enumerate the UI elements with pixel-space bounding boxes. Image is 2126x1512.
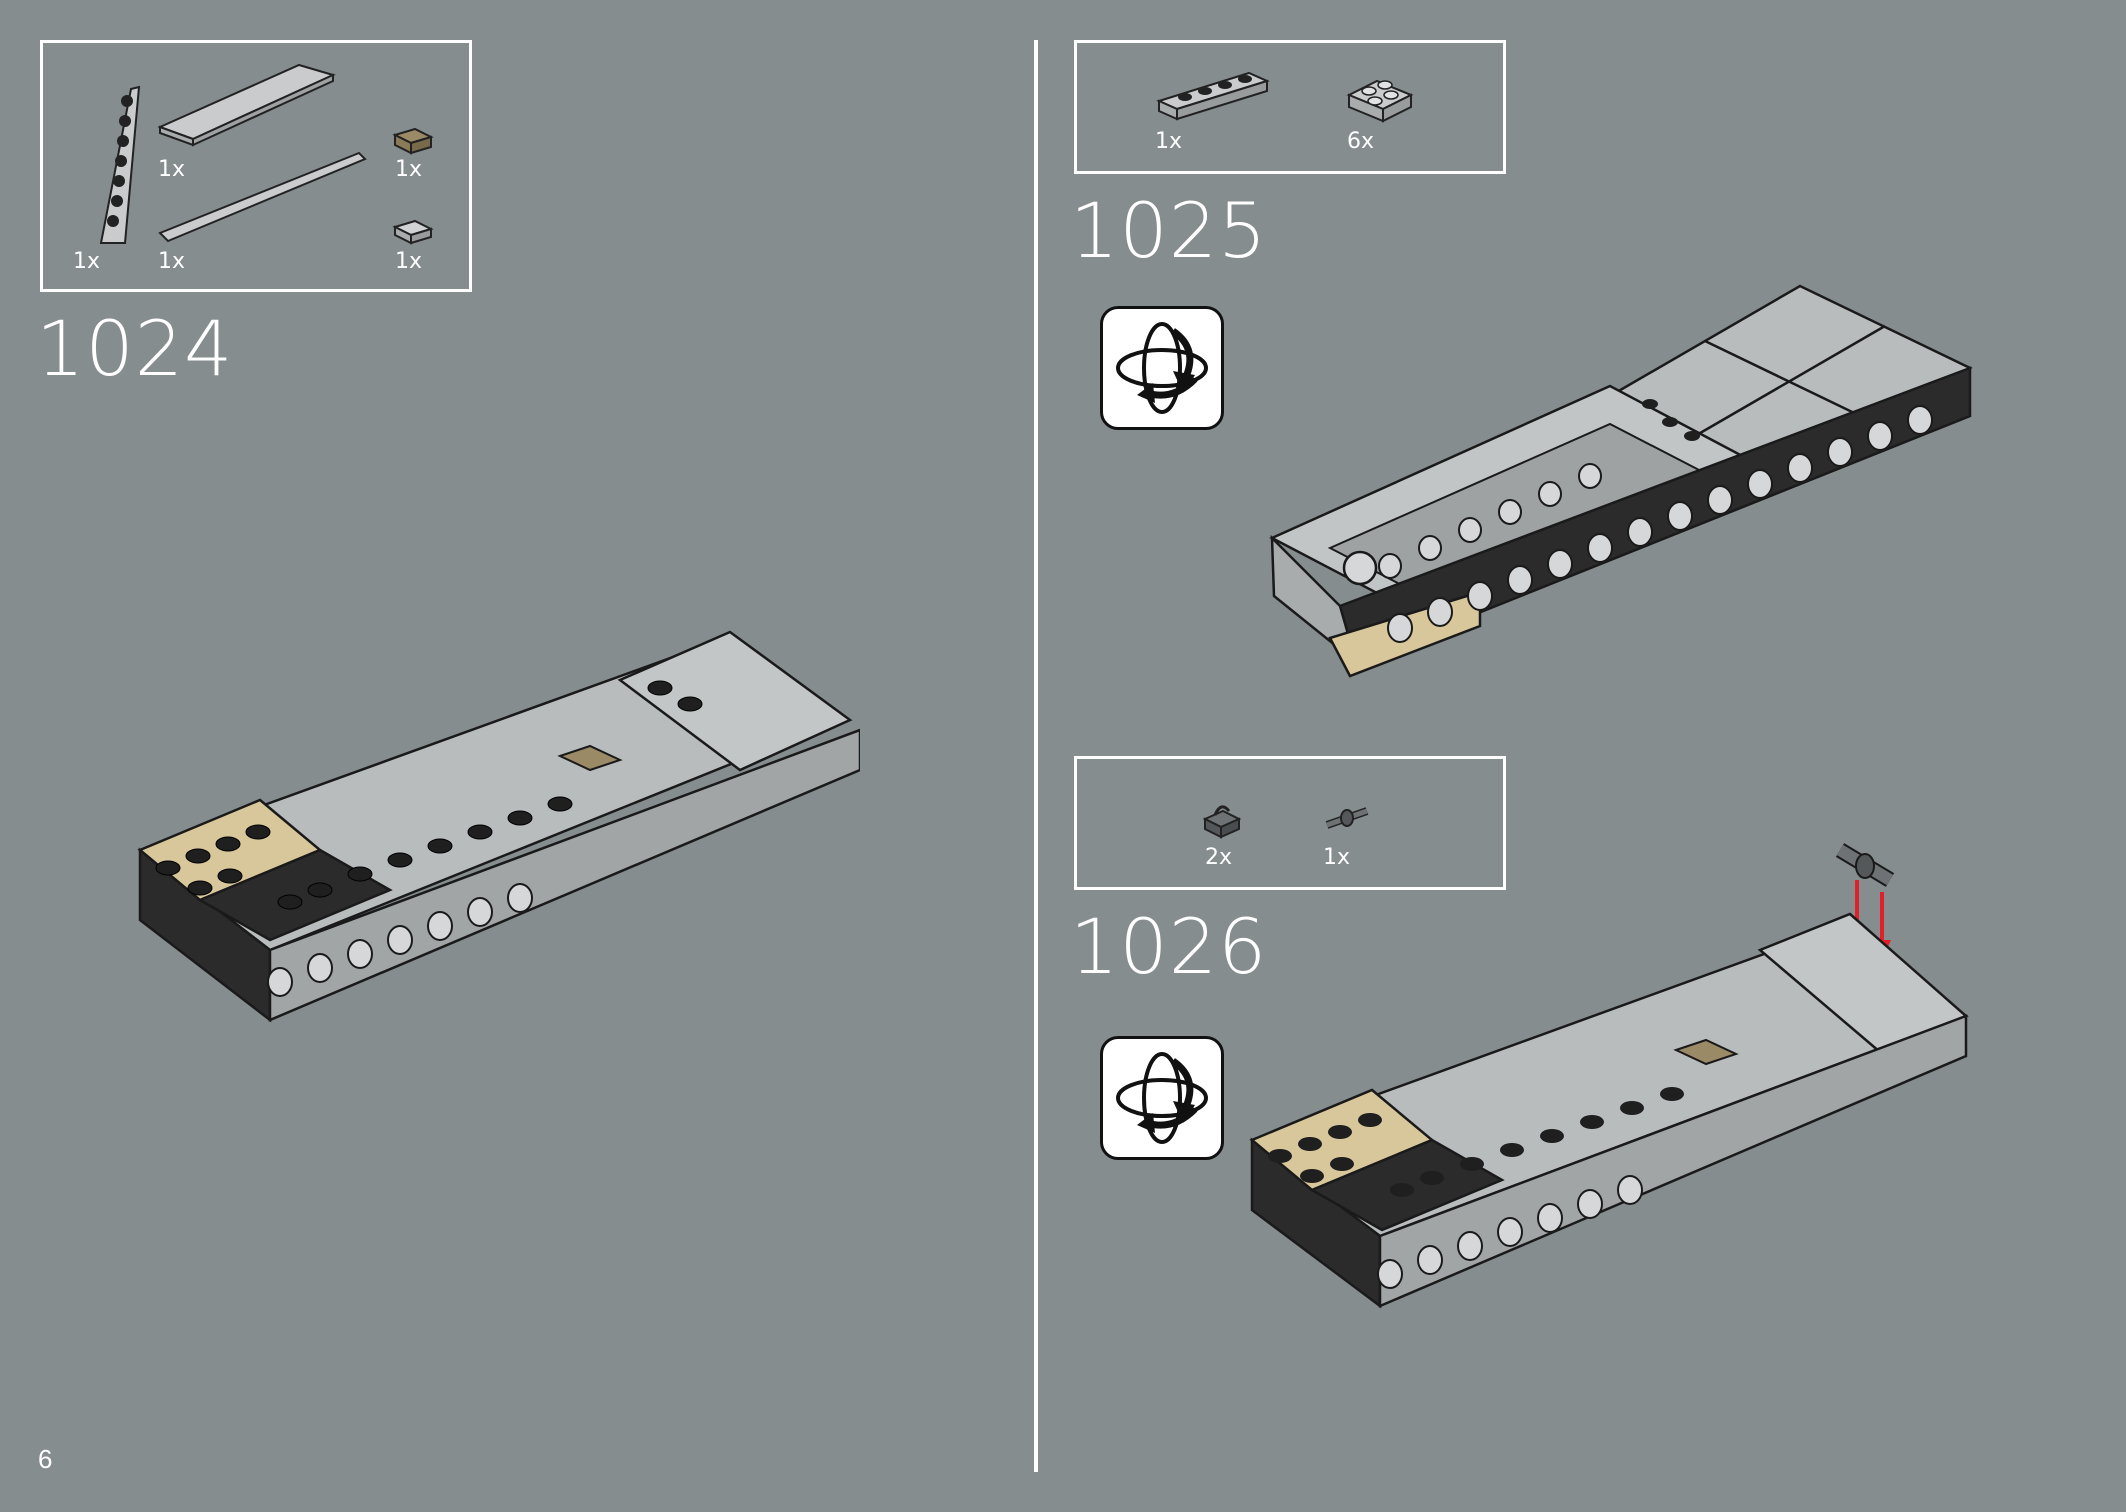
long-tile-icon: [157, 63, 336, 147]
step-number: 1024: [36, 304, 234, 393]
small-tile-icon: [392, 219, 434, 245]
clip-icon: [1202, 805, 1242, 839]
parts-box-1026: 2x 1x: [1074, 756, 1506, 890]
part-qty: 1x: [158, 157, 186, 182]
step-number: 1026: [1070, 902, 1268, 991]
page-divider: [1034, 40, 1038, 1472]
parts-illustrations-1026: [1202, 805, 1369, 839]
bar-pin-icon: [1325, 807, 1369, 829]
parts-box-1024: 1x 1x 1x 1x 1x: [40, 40, 472, 292]
parts-box-1025: 1x 6x: [1074, 40, 1506, 174]
step-number: 1025: [1070, 186, 1268, 275]
part-qty: 1x: [158, 249, 186, 274]
rotate-model-icon: [1100, 1036, 1224, 1160]
part-qty: 6x: [1347, 129, 1375, 154]
parts-illustrations-1025: [1156, 71, 1414, 123]
bar-pin-icon: [1835, 843, 1895, 887]
model-illustration-1024: [137, 630, 860, 1023]
page-number: 6: [38, 1444, 53, 1474]
part-qty: 1x: [395, 157, 423, 182]
part-qty: 1x: [1323, 845, 1351, 870]
long-tile-icon: [158, 151, 367, 243]
part-qty: 1x: [73, 249, 101, 274]
part-qty: 1x: [1155, 129, 1183, 154]
parts-illustrations-1024: [99, 63, 434, 245]
part-qty: 1x: [395, 249, 423, 274]
rotate-model-icon: [1100, 306, 1224, 430]
tan-tile-icon: [392, 127, 434, 155]
model-illustration-1026: [1249, 843, 1969, 1309]
model-illustration-1025: [1269, 284, 1973, 678]
plate-1x4-icon: [1156, 71, 1270, 121]
wedge-plate-icon: [99, 85, 141, 244]
plate-2x2-icon: [1346, 79, 1414, 123]
part-qty: 2x: [1205, 845, 1233, 870]
